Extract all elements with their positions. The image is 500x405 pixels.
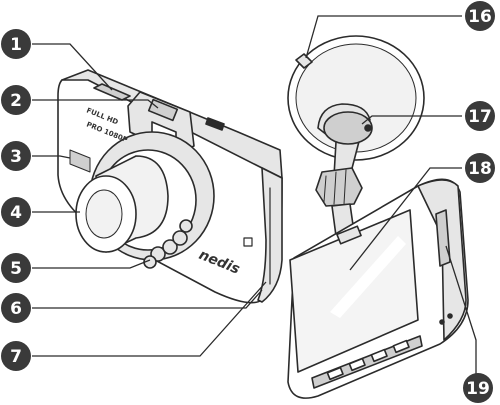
indicator-icon [243, 237, 253, 247]
front-label [69, 149, 91, 173]
leader-2 [32, 99, 159, 109]
lock-screw [364, 124, 372, 132]
leader-19 [445, 245, 477, 376]
callout-label: 18 [468, 159, 492, 179]
leader-lines [32, 15, 477, 376]
callout-label: 1 [10, 35, 22, 55]
top-port [205, 117, 225, 131]
speaker-dot [447, 313, 453, 319]
callout-2: 2 [1, 85, 31, 115]
leader-1 [32, 43, 113, 91]
callout-16: 16 [465, 1, 495, 31]
leader-7 [32, 281, 267, 357]
leader-17 [361, 115, 462, 125]
callout-label: 3 [10, 147, 22, 167]
callout-label: 4 [10, 203, 22, 223]
leader-3 [32, 155, 71, 159]
leader-16 [305, 15, 462, 59]
callout-badge [465, 101, 495, 131]
screen-shine [330, 236, 406, 318]
side-card-slot [435, 209, 451, 267]
callout-badge [465, 153, 495, 183]
callout-badge [1, 341, 31, 371]
knurl-lines [323, 169, 347, 205]
mount-rail [336, 225, 362, 245]
ir-led [162, 239, 178, 255]
callout-badge [463, 373, 493, 403]
callout-badge [1, 85, 31, 115]
bottom-button [326, 366, 344, 381]
knurled-collar [315, 167, 363, 207]
callout-19: 19 [463, 373, 493, 403]
suction-mount [287, 35, 425, 237]
callout-label: 16 [468, 7, 492, 27]
callout-badge [1, 197, 31, 227]
callout-label: 2 [10, 91, 22, 111]
callout-badge [1, 293, 31, 323]
leader-5 [32, 259, 151, 269]
camera-rear-view [287, 178, 469, 399]
mount-slot [147, 98, 179, 122]
lens-glass-inner [85, 189, 123, 239]
callout-5: 5 [1, 253, 31, 283]
leader-18 [349, 167, 462, 271]
callout-label: 17 [468, 107, 492, 127]
callout-7: 7 [1, 341, 31, 371]
top-power-button [93, 83, 131, 101]
bottom-button [348, 357, 366, 372]
callout-badge [1, 29, 31, 59]
callout-17: 17 [465, 101, 495, 131]
lock-knob [323, 111, 373, 145]
callout-label: 6 [10, 299, 22, 319]
bottom-button [392, 339, 410, 354]
speaker-dot [439, 319, 445, 325]
callout-1: 1 [1, 29, 31, 59]
callout-6: 6 [1, 293, 31, 323]
camera-front-view [57, 69, 283, 304]
callout-label: 19 [466, 379, 490, 399]
callout-badge [1, 141, 31, 171]
callout-label: 5 [10, 259, 22, 279]
callout-badge [1, 253, 31, 283]
callout-badge [465, 1, 495, 31]
ir-led [172, 230, 188, 246]
bottom-button [370, 348, 388, 363]
leader-6 [32, 289, 263, 309]
ir-led [179, 219, 193, 233]
callout-label: 7 [10, 347, 22, 367]
callout-18: 18 [465, 153, 495, 183]
rear-side [417, 179, 467, 341]
callout-4: 4 [1, 197, 31, 227]
callout-3: 3 [1, 141, 31, 171]
suction-tab [295, 53, 313, 69]
